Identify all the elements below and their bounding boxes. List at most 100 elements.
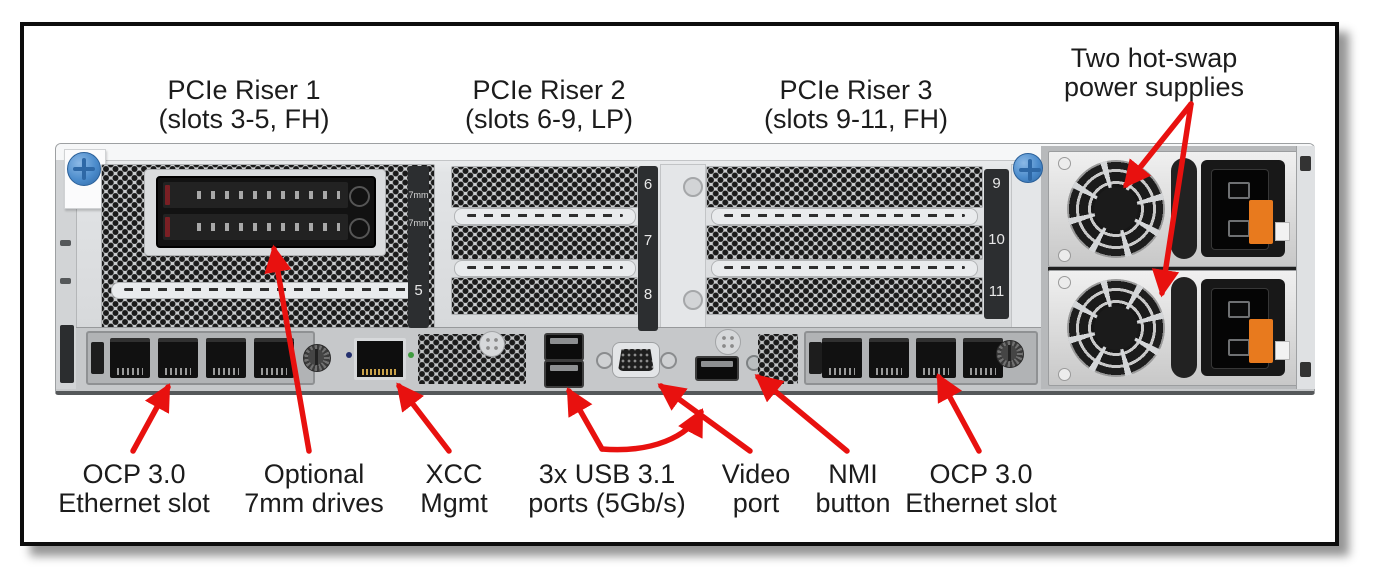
label-usb-ports: 3x USB 3.1 ports (5Gb/s) xyxy=(528,460,686,518)
ethernet-port xyxy=(110,338,150,378)
chassis-left-ear xyxy=(56,160,77,389)
drive-release-button xyxy=(349,218,370,239)
ac-pin xyxy=(1228,339,1250,356)
ac-pin xyxy=(1228,182,1250,199)
xcc-led-icon xyxy=(346,352,352,358)
chassis-right-rail xyxy=(1296,146,1315,389)
screw-icon xyxy=(1058,249,1071,262)
ocp-slot-left xyxy=(86,331,315,385)
psu-handle xyxy=(1171,158,1197,259)
ethernet-port xyxy=(916,338,956,378)
ac-pin xyxy=(1228,220,1250,237)
riser1-slot-labels: 7mm 7mm 5 xyxy=(408,166,429,328)
screw-icon xyxy=(1058,368,1071,381)
label-line: PCIe Riser 1 xyxy=(167,75,321,105)
label-pcie-riser-3: PCIe Riser 3 (slots 9-11, FH) xyxy=(764,76,948,134)
riser3-slot10-cover xyxy=(706,225,983,260)
vga-pins xyxy=(618,349,654,371)
psu-latch-tab xyxy=(1275,222,1290,241)
io-vent-cluster xyxy=(418,334,526,384)
label-line: NMI xyxy=(828,459,878,489)
psu-fan xyxy=(1067,160,1165,258)
7mm-drive-bay xyxy=(156,176,376,248)
drive-vents xyxy=(197,223,340,231)
label-7mm-drives: Optional 7mm drives xyxy=(244,460,384,518)
power-supply-1 xyxy=(1048,151,1298,267)
ear-slot xyxy=(60,240,71,246)
label-line: Two hot-swap xyxy=(1070,43,1238,73)
video-port xyxy=(612,342,660,378)
riser2-slot8-cover xyxy=(451,277,638,315)
ethernet-port xyxy=(158,338,198,378)
ocp-thumbscrew-icon xyxy=(303,344,331,372)
rail-notch xyxy=(1300,156,1311,171)
slot-marker: 7mm xyxy=(408,218,429,228)
label-line: power supplies xyxy=(1063,72,1245,102)
screw-icon xyxy=(683,290,703,310)
rail-notch xyxy=(1300,362,1311,377)
label-line: OCP 3.0 xyxy=(929,459,1033,489)
screw-icon xyxy=(683,177,703,197)
riser2-rail xyxy=(454,260,636,277)
label-line: (slots 3-5, FH) xyxy=(158,104,330,134)
riser3-thumbscrew-icon xyxy=(1013,153,1043,183)
ear-handle xyxy=(60,325,74,383)
psu-release-latch xyxy=(1249,319,1273,363)
chassis-top-lip xyxy=(56,144,1314,161)
slot-marker: 7mm xyxy=(408,190,429,200)
riser2-slot6-cover xyxy=(451,166,638,208)
psu-fan xyxy=(1067,279,1165,377)
ear-slot xyxy=(60,278,71,284)
label-ocp-slot-left: OCP 3.0 Ethernet slot xyxy=(58,460,210,518)
ocp-pull-tab xyxy=(809,342,822,374)
label-line: Mgmt xyxy=(420,488,488,518)
label-line: ports (5Gb/s) xyxy=(528,488,686,518)
label-line: port xyxy=(732,488,780,518)
riser1-slot5-rail xyxy=(111,282,425,299)
label-line: (slots 9-11, FH) xyxy=(763,104,949,134)
usb-port-3 xyxy=(695,356,739,381)
label-xcc-mgmt: XCC Mgmt xyxy=(420,460,488,518)
label-line: (slots 6-9, LP) xyxy=(464,104,634,134)
xcc-mgmt-port xyxy=(354,338,406,380)
psu-latch-tab xyxy=(1275,341,1290,360)
ocp-thumbscrew-icon xyxy=(996,340,1024,368)
psu-cage xyxy=(1041,146,1315,389)
label-line: OCP 3.0 xyxy=(82,459,186,489)
riser2-slot-numbers: 6 7 8 xyxy=(638,166,658,331)
riser3-rail xyxy=(711,260,978,277)
slot-marker: 5 xyxy=(414,282,423,299)
slot-marker: 11 xyxy=(988,283,1005,300)
psu-handle xyxy=(1171,277,1197,378)
ocp-pull-tab xyxy=(91,342,104,374)
screw-icon xyxy=(1058,276,1071,289)
slot-marker: 6 xyxy=(643,176,653,193)
label-line: Optional xyxy=(263,459,365,489)
label-line: XCC xyxy=(425,459,483,489)
ac-pin xyxy=(1228,301,1250,318)
riser1-thumbscrew-icon xyxy=(67,152,101,186)
slot-marker: 9 xyxy=(992,175,1001,192)
label-line: 7mm drives xyxy=(244,488,384,518)
label-pcie-riser-2: PCIe Riser 2 (slots 6-9, LP) xyxy=(465,76,633,134)
slot-marker: 8 xyxy=(643,286,653,303)
label-power-supplies: Two hot-swap power supplies xyxy=(1064,44,1244,102)
power-supply-2 xyxy=(1048,270,1298,386)
riser3-rail xyxy=(711,208,978,225)
ethernet-port xyxy=(206,338,246,378)
label-pcie-riser-1: PCIe Riser 1 (slots 3-5, FH) xyxy=(158,76,329,134)
xcc-led-icon xyxy=(408,352,414,358)
riser3-slot-numbers: 9 10 11 xyxy=(984,169,1009,319)
riser2-rail xyxy=(454,208,636,225)
vga-screw-icon xyxy=(596,352,613,369)
label-video-port: Video port xyxy=(722,460,791,518)
screw-icon xyxy=(1058,157,1071,170)
label-ocp-slot-right: OCP 3.0 Ethernet slot xyxy=(905,460,1057,518)
riser3-slot11-cover xyxy=(706,277,983,315)
round-plug-icon xyxy=(715,329,741,355)
ethernet-port xyxy=(869,338,909,378)
ethernet-port xyxy=(822,338,862,378)
server-chassis-rear: 7mm 7mm 5 6 7 8 9 10 11 xyxy=(55,143,1315,395)
riser2-slot7-cover xyxy=(451,225,638,260)
